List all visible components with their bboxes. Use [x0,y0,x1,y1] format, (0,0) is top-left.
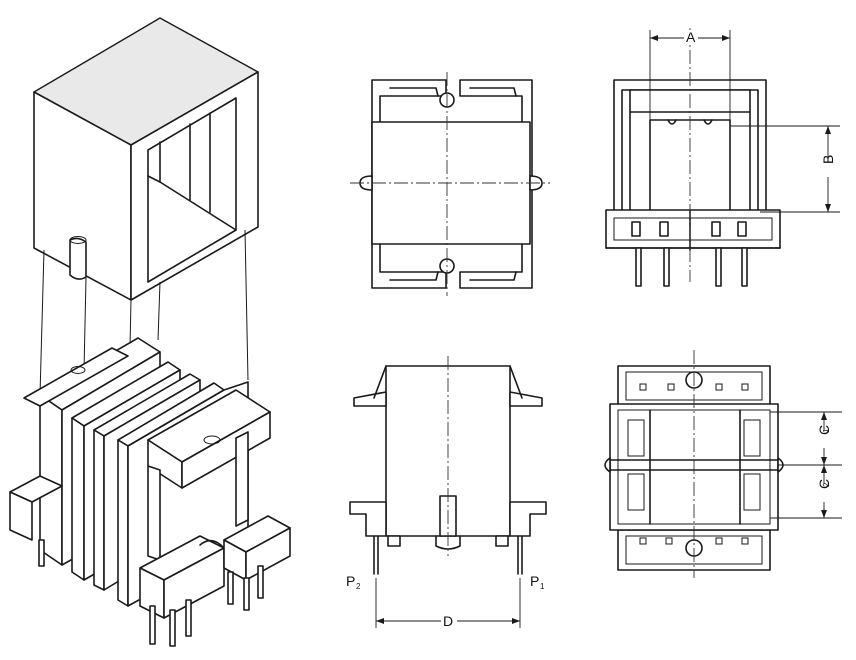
isometric-exploded-view [9,17,291,647]
label-b: B [820,155,836,164]
iso-cover [33,17,259,301]
bottom-pin-view [604,350,842,578]
label-p1: P [530,573,539,589]
label-p1-subscript: 1 [540,582,545,591]
label-c2-subscript: 2 [822,482,831,487]
label-c1: C [816,425,832,435]
label-p2-subscript: 2 [356,582,361,591]
front-top-view [350,72,550,296]
label-c1-subscript: 1 [822,428,831,433]
label-p2: P [346,573,355,589]
label-d: D [443,613,453,629]
dimension-labels: A B C 1 C 2 D P 2 P 1 [346,29,836,629]
label-a: A [686,29,696,45]
iso-pins [38,539,264,647]
side-view-a-b [605,28,840,287]
iso-bobbin [9,389,291,619]
front-bottom-view [349,356,547,629]
label-c2: C [816,479,832,489]
